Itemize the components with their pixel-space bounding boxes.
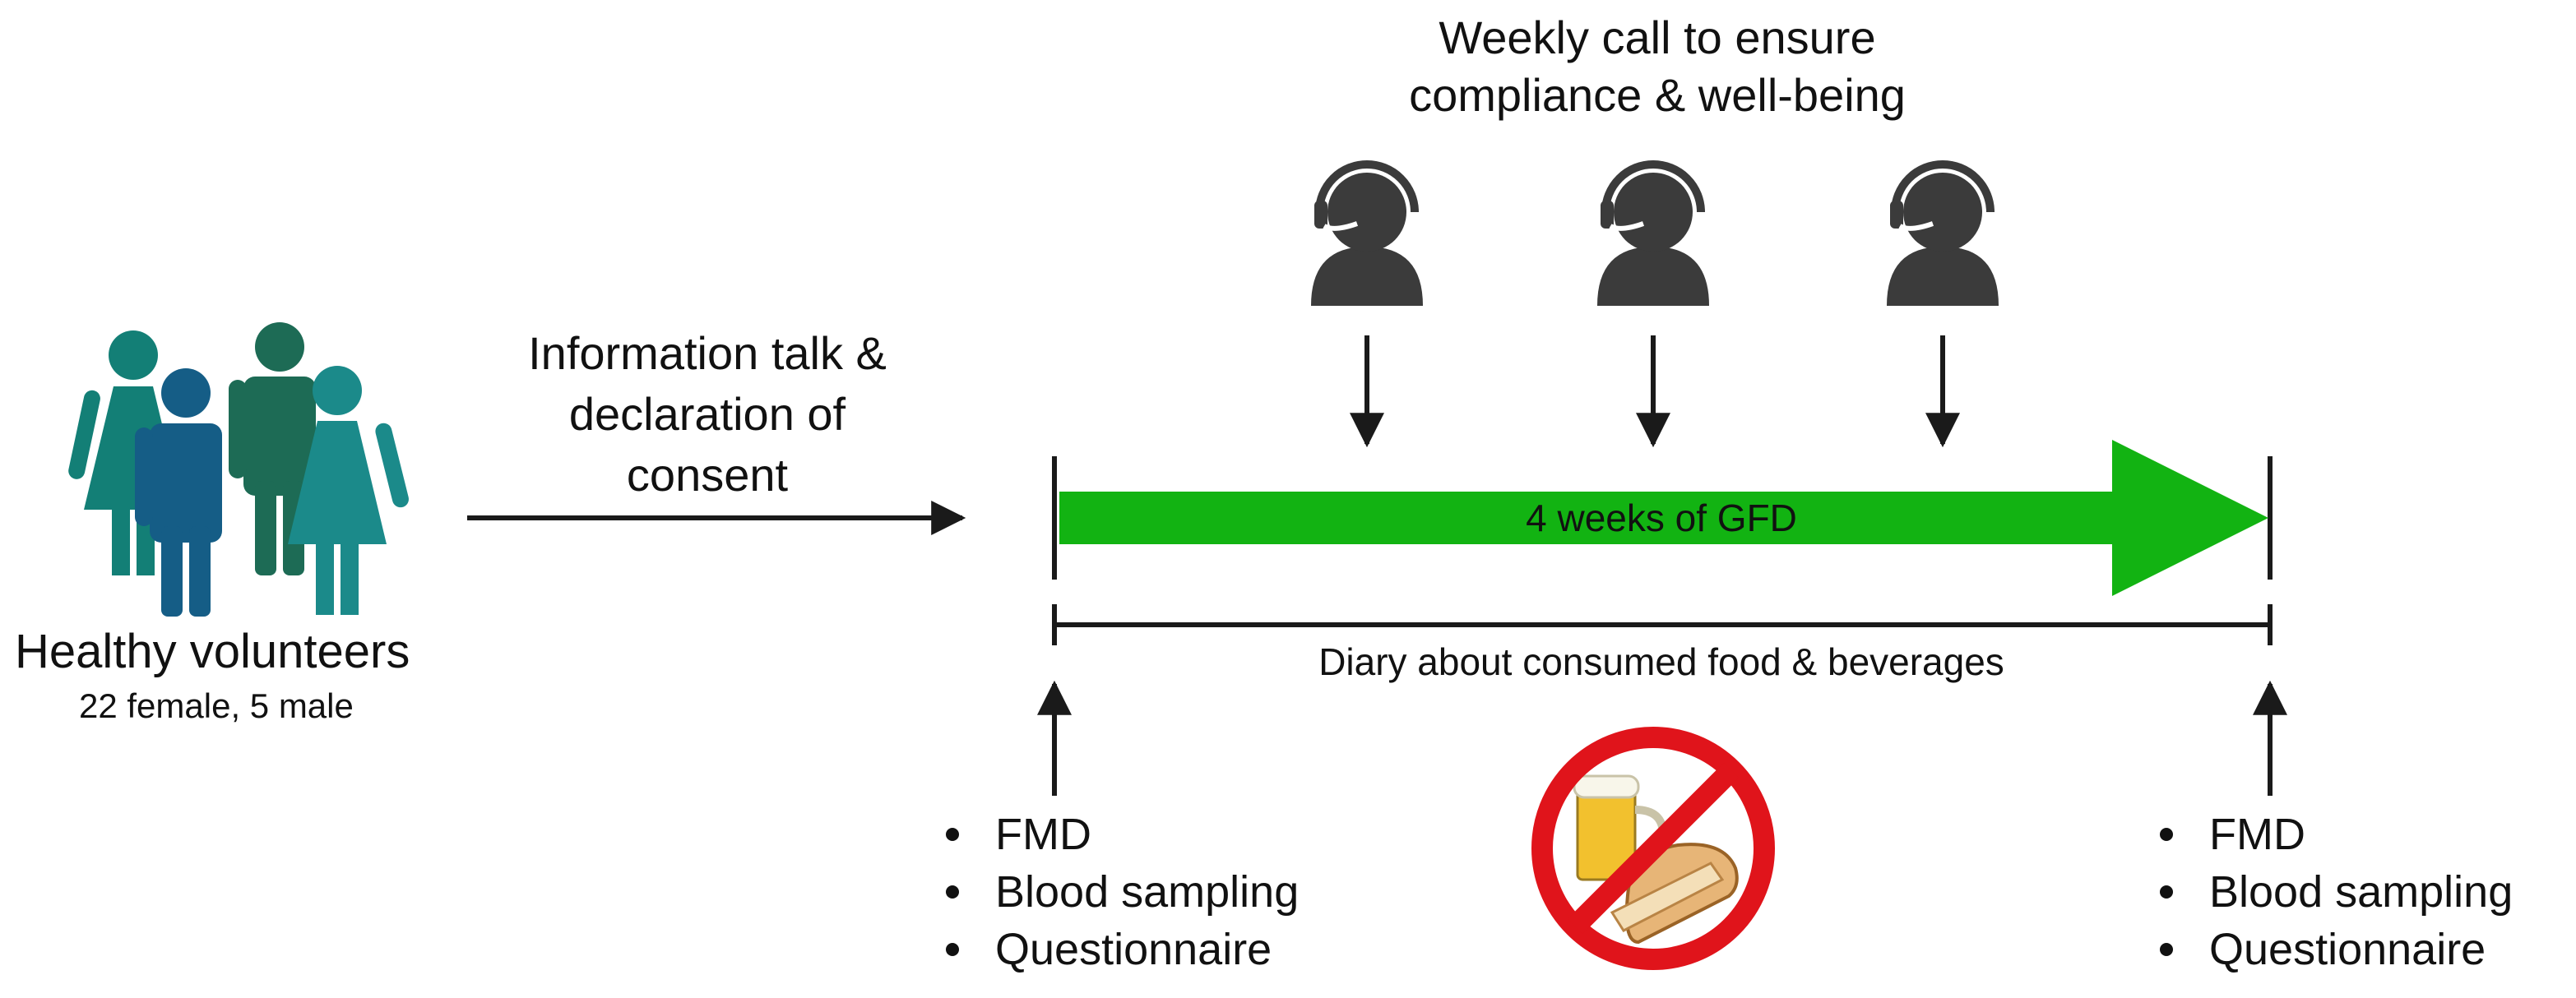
list-item: Questionnaire: [946, 921, 1299, 978]
list-item: FMD: [946, 806, 1299, 863]
followup-measurements-list: FMD Blood sampling Questionnaire: [2160, 806, 2513, 978]
gfd-arrow: [1059, 440, 2268, 596]
diary-label: Diary about consumed food & beverages: [1318, 640, 2004, 683]
people-group-icon: [68, 322, 409, 617]
list-item: Questionnaire: [2160, 921, 2513, 978]
list-item: FMD: [2160, 806, 2513, 863]
headset-operator-icon: [1887, 160, 1999, 306]
list-item: Blood sampling: [2160, 863, 2513, 921]
info-talk-line-2: declaration of: [568, 388, 846, 440]
volunteers-title: Healthy volunteers: [15, 625, 410, 678]
bullet-icon: [2160, 885, 2173, 899]
list-item: Blood sampling: [946, 863, 1299, 921]
no-beer-no-bread-icon: [1531, 727, 1775, 970]
bullet-icon: [946, 827, 959, 841]
info-talk-line-1: Information talk &: [528, 327, 887, 379]
headset-operator-icon: [1311, 160, 1423, 306]
volunteers-subtitle: 22 female, 5 male: [79, 686, 354, 725]
info-talk-line-3: consent: [626, 449, 789, 501]
weekly-call-line-1: Weekly call to ensure: [1439, 12, 1876, 63]
bullet-icon: [2160, 942, 2173, 956]
gfd-label: 4 weeks of GFD: [1526, 497, 1797, 539]
bullet-icon: [2160, 827, 2173, 841]
bullet-icon: [946, 942, 959, 956]
baseline-measurements-list: FMD Blood sampling Questionnaire: [946, 806, 1299, 978]
bullet-icon: [946, 885, 959, 899]
diary-bracket: [1052, 604, 2273, 645]
weekly-call-line-2: compliance & well-being: [1409, 69, 1906, 121]
headset-operator-icon: [1597, 160, 1709, 306]
